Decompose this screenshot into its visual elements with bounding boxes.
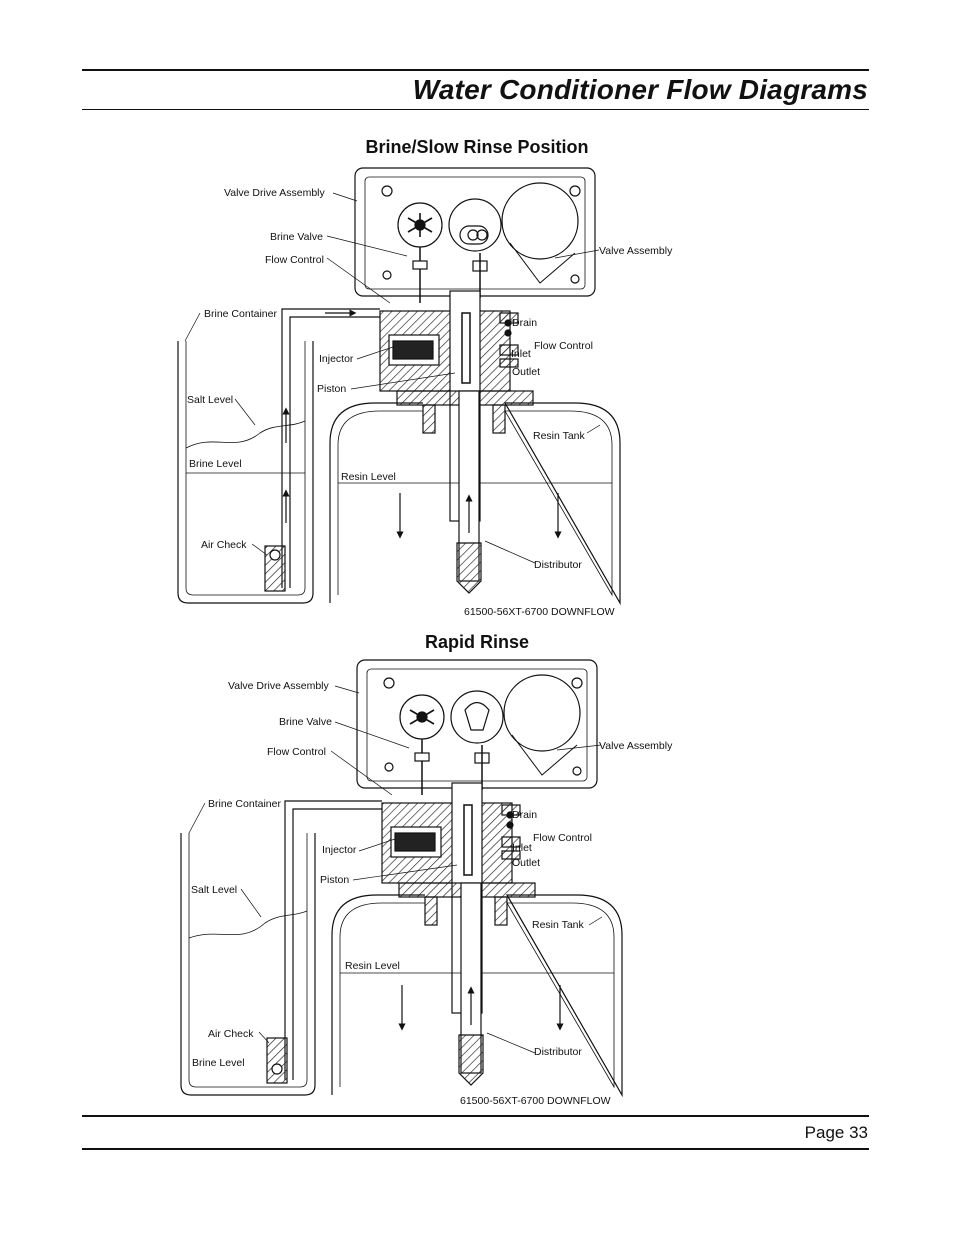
label-inlet: Inlet — [511, 348, 531, 360]
resin-tank — [329, 402, 621, 606]
brine-container — [180, 833, 316, 1096]
label-flow-control-right: Flow Control — [533, 832, 592, 844]
salt-level-line — [185, 420, 306, 449]
injector-screen — [392, 340, 434, 360]
footer-bottom-rule — [82, 1148, 869, 1150]
diagram-code: 61500-56XT-6700 DOWNFLOW — [460, 1095, 611, 1107]
label-brine-valve: Brine Valve — [270, 231, 323, 243]
label-valve-assembly: Valve Assembly — [599, 740, 673, 752]
header-top-rule — [82, 69, 869, 71]
footer-top-rule — [82, 1115, 869, 1117]
diagram-2-title: Rapid Rinse — [424, 632, 530, 652]
label-resin-level: Resin Level — [341, 471, 396, 483]
label-flow-control-left: Flow Control — [265, 254, 324, 266]
label-resin-level: Resin Level — [345, 960, 400, 972]
drive-motor — [501, 182, 579, 260]
label-injector: Injector — [322, 844, 357, 856]
drive-motor — [503, 674, 581, 752]
label-brine-container: Brine Container — [204, 308, 277, 320]
label-brine-container: Brine Container — [208, 798, 281, 810]
label-brine-level: Brine Level — [192, 1057, 245, 1069]
diagram-2-rapid-rinse: Valve Drive Assembly Brine Valve Flow Co… — [180, 659, 673, 1107]
main-cam — [448, 198, 502, 252]
injector-screen — [394, 832, 436, 852]
label-resin-tank: Resin Tank — [532, 919, 585, 931]
label-brine-level: Brine Level — [189, 458, 242, 470]
label-outlet: Outlet — [512, 857, 540, 869]
main-cam — [450, 690, 504, 744]
label-drain: Drain — [512, 317, 537, 329]
label-valve-drive-assembly: Valve Drive Assembly — [228, 680, 330, 692]
label-outlet: Outlet — [512, 366, 540, 378]
label-injector: Injector — [319, 353, 354, 365]
salt-level-line — [188, 910, 308, 939]
page-title: Water Conditioner Flow Diagrams — [412, 74, 868, 105]
page-number: Page 33 — [804, 1123, 868, 1142]
label-valve-assembly: Valve Assembly — [599, 245, 673, 257]
label-distributor: Distributor — [534, 559, 582, 571]
label-drain: Drain — [512, 809, 537, 821]
label-salt-level: Salt Level — [187, 394, 233, 406]
label-air-check: Air Check — [201, 539, 247, 551]
brine-container — [177, 341, 314, 604]
label-air-check: Air Check — [208, 1028, 254, 1040]
diagram-code: 61500-56XT-6700 DOWNFLOW — [464, 606, 615, 618]
label-salt-level: Salt Level — [191, 884, 237, 896]
header-bottom-rule — [82, 109, 869, 110]
resin-tank — [331, 894, 623, 1098]
label-piston: Piston — [317, 383, 346, 395]
label-valve-drive-assembly: Valve Drive Assembly — [224, 187, 326, 199]
air-check — [266, 1037, 288, 1084]
diagram-1-brine-slow-rinse: Valve Drive Assembly Brine Valve Flow Co… — [177, 167, 673, 618]
label-flow-control-right: Flow Control — [534, 340, 593, 352]
label-piston: Piston — [320, 874, 349, 886]
label-flow-control-left: Flow Control — [267, 746, 326, 758]
label-brine-valve: Brine Valve — [279, 716, 332, 728]
label-distributor: Distributor — [534, 1046, 582, 1058]
diagram-1-title: Brine/Slow Rinse Position — [365, 137, 589, 157]
label-inlet: Inlet — [512, 842, 532, 854]
label-resin-tank: Resin Tank — [533, 430, 586, 442]
